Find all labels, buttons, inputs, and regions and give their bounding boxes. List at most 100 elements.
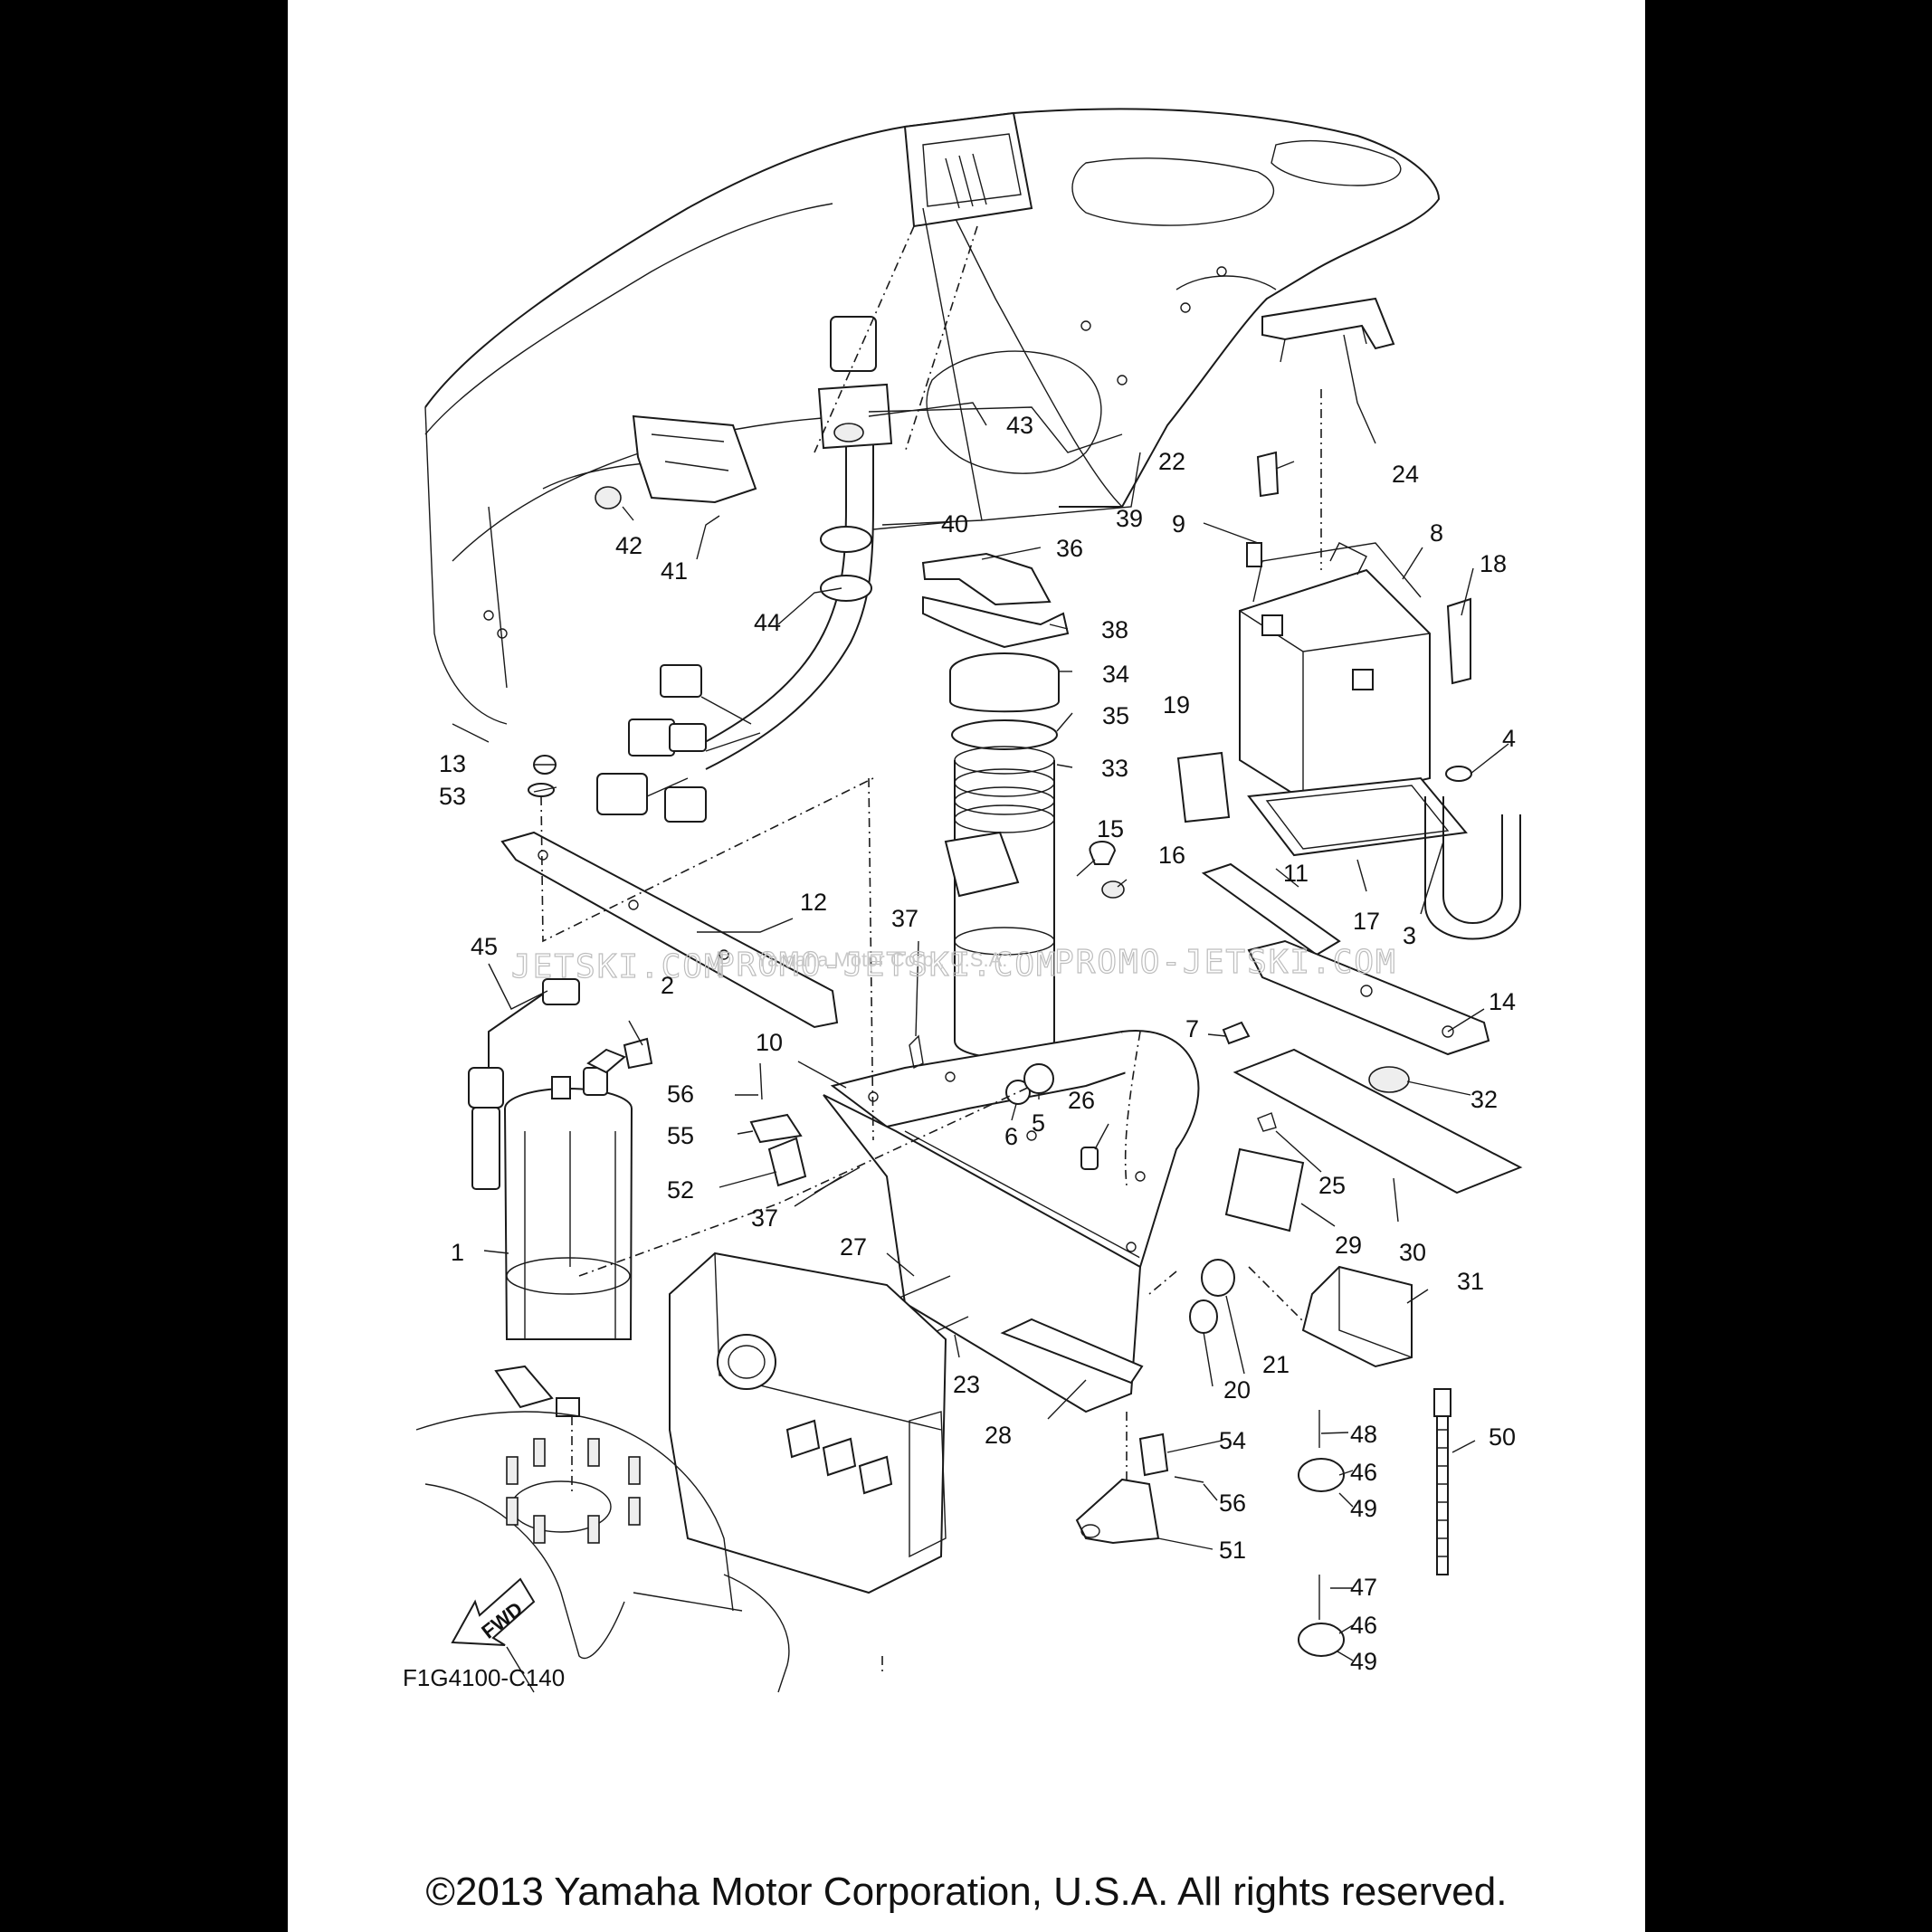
callout-37-lower: 37 <box>751 1204 778 1232</box>
callout-7: 7 <box>1185 1015 1199 1042</box>
callout-35: 35 <box>1102 702 1129 729</box>
alignment-lines <box>540 225 1322 1674</box>
callout-9: 9 <box>1172 510 1185 538</box>
connector-d <box>664 786 707 823</box>
battery-8 <box>1239 542 1431 807</box>
forward-arrow: FWD <box>451 1577 536 1646</box>
callout-51: 51 <box>1219 1537 1246 1564</box>
callout-49-upper: 49 <box>1350 1495 1377 1522</box>
bracket-31 <box>1301 1265 1413 1368</box>
callout-46-lower: 46 <box>1350 1612 1377 1639</box>
callout-4: 4 <box>1502 725 1516 752</box>
callout-18: 18 <box>1480 550 1507 577</box>
bolt-7 <box>1222 1021 1251 1045</box>
callout-6: 6 <box>1004 1123 1018 1150</box>
callout-1: 1 <box>451 1239 464 1266</box>
copyright-notice: ©2013 Yamaha Motor Corporation, U.S.A. A… <box>425 1870 1508 1914</box>
callout-54: 54 <box>1219 1427 1246 1454</box>
pump-mounting-studs <box>506 1438 641 1544</box>
box-grommet <box>717 1334 776 1390</box>
clip-56-upper <box>759 1062 763 1100</box>
bracket-41 <box>595 414 757 509</box>
callout-30: 30 <box>1399 1239 1426 1266</box>
sheet-28 <box>1000 1318 1144 1385</box>
callout-31: 31 <box>1457 1268 1484 1295</box>
clamp-55 <box>749 1113 803 1144</box>
callout-41: 41 <box>661 557 688 585</box>
clamp-51 <box>1075 1478 1160 1545</box>
callout-34: 34 <box>1102 661 1129 688</box>
diagram-code: F1G4100-C140 <box>403 1664 565 1691</box>
pump-terminal <box>551 1076 571 1099</box>
clamp-52 <box>767 1137 807 1187</box>
callout-40: 40 <box>941 510 968 538</box>
callout-15: 15 <box>1097 815 1124 842</box>
screw-25 <box>1257 1112 1277 1132</box>
bracket-22 <box>1256 451 1280 498</box>
callout-12: 12 <box>800 889 827 916</box>
pin-37-upper <box>909 1034 924 1070</box>
callout-17: 17 <box>1353 908 1380 935</box>
connector-coupler <box>830 316 877 372</box>
watermark-jetski: JETSKI.COM <box>511 948 726 985</box>
leader-lines <box>483 207 1509 1661</box>
sheet-30 <box>1232 1048 1523 1194</box>
clamp-46-upper <box>1298 1458 1345 1492</box>
filler-neck-33 <box>944 652 1060 1059</box>
terminal-positive <box>1261 614 1283 636</box>
callout-3: 3 <box>1403 922 1416 949</box>
collar-6 <box>1005 1080 1031 1105</box>
callout-11: 11 <box>1283 860 1309 887</box>
battery-tray-17 <box>1247 776 1468 857</box>
grommet-32 <box>1368 1066 1410 1093</box>
clamp-44 <box>820 575 872 602</box>
callout-21: 21 <box>1262 1351 1290 1378</box>
grommet-15 <box>1089 841 1117 865</box>
callout-20: 20 <box>1223 1376 1251 1404</box>
collar-26 <box>1080 1147 1099 1170</box>
electrical-box <box>669 1252 947 1594</box>
fuel-sender-45 <box>468 978 580 1190</box>
terminal-negative <box>1352 669 1374 690</box>
callout-24: 24 <box>1392 461 1419 488</box>
callout-2: 2 <box>661 972 674 999</box>
callout-52: 52 <box>667 1176 694 1204</box>
clip-4 <box>1445 766 1472 782</box>
watermark-promo-1: PROMO-JETSKI.COM <box>715 947 1058 984</box>
bracket-14 <box>1247 939 1490 1056</box>
callout-25: 25 <box>1318 1172 1346 1199</box>
callout-53: 53 <box>439 783 466 810</box>
callout-26: 26 <box>1068 1087 1095 1114</box>
bracket-43 <box>817 383 893 450</box>
pad-18 <box>1446 597 1471 685</box>
grommet-5 <box>1023 1063 1054 1094</box>
callout-50: 50 <box>1489 1423 1516 1451</box>
callout-56-lower: 56 <box>1219 1489 1246 1517</box>
callout-22: 22 <box>1158 448 1185 475</box>
callout-23: 23 <box>953 1371 980 1398</box>
plate-11 <box>1201 862 1341 956</box>
fuel-pump-1 <box>494 1048 633 1417</box>
callout-45: 45 <box>471 933 498 960</box>
callout-55: 55 <box>667 1122 694 1149</box>
connector-a <box>660 664 702 698</box>
callout-32: 32 <box>1470 1086 1498 1113</box>
callout-19: 19 <box>1163 691 1190 719</box>
clip-56-lower <box>1174 1476 1204 1483</box>
pad-19 <box>1176 751 1231 823</box>
callout-49-lower: 49 <box>1350 1648 1377 1675</box>
watermark-layer: JETSKI.COM PROMO-JETSKI.COM Yamaha Motor… <box>510 943 1395 985</box>
callout-48: 48 <box>1350 1421 1377 1448</box>
callout-39: 39 <box>1116 505 1143 532</box>
callout-10: 10 <box>756 1029 783 1056</box>
grommet-21 <box>1201 1259 1235 1297</box>
callout-29: 29 <box>1335 1232 1362 1259</box>
callout-47: 47 <box>1350 1574 1377 1601</box>
ring-35 <box>951 719 1058 750</box>
callout-8: 8 <box>1430 519 1443 547</box>
callout-14: 14 <box>1489 988 1516 1015</box>
connector-c <box>596 773 648 815</box>
bolt-9 <box>1246 542 1262 567</box>
